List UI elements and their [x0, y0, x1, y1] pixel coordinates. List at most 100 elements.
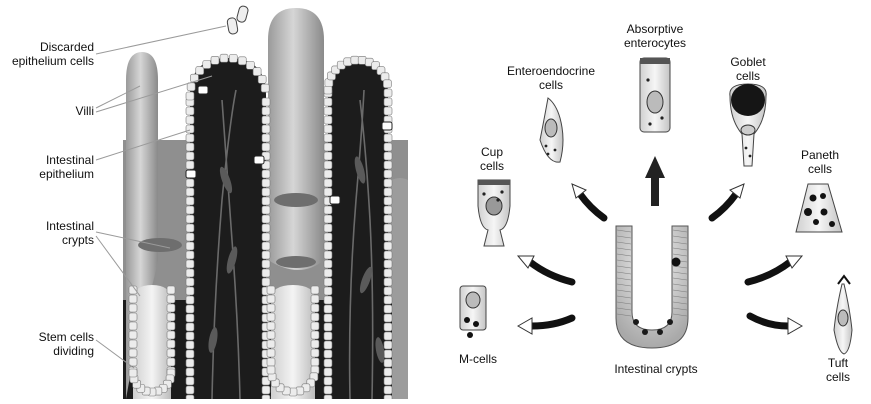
epithelial-cell [324, 233, 332, 241]
epithelial-cell [384, 386, 392, 394]
epithelial-cell [384, 305, 392, 313]
epithelial-cell [311, 295, 319, 303]
epithelial-cell [186, 341, 194, 349]
epithelial-cell [384, 368, 392, 376]
epithelial-cell [211, 56, 219, 64]
epithelial-cell [262, 242, 270, 250]
epithelial-cell [186, 314, 194, 322]
epithelial-cell [186, 269, 194, 277]
epithelial-cell [262, 206, 270, 214]
epithelial-cell [267, 366, 275, 374]
dot [642, 329, 648, 335]
epithelial-cell [262, 197, 270, 205]
epithelial-cell [186, 395, 194, 399]
epithelial-cell [324, 323, 332, 331]
epithelial-cell [129, 331, 137, 339]
goblet-cell-illustration [730, 84, 766, 166]
epithelial-cell [262, 215, 270, 223]
epithelial-cell [384, 233, 392, 241]
epithelial-cell [186, 332, 194, 340]
epithelial-cell [267, 340, 275, 348]
epithelial-cell [186, 197, 194, 205]
epithelial-cell [186, 143, 194, 151]
epithelial-cell [129, 369, 137, 377]
epithelial-cell [384, 206, 392, 214]
epithelial-cell [186, 251, 194, 259]
epithelial-cell [262, 251, 270, 259]
epithelial-cell [324, 377, 332, 385]
crypt-stem-dot [672, 258, 681, 267]
curved-arrow-icon [750, 316, 802, 334]
epithelial-cell [186, 368, 194, 376]
absorptive-enterocyte-illustration [640, 58, 670, 132]
epithelial-cell [220, 54, 228, 62]
label-intestinal-epithelium: Intestinal epithelium [0, 153, 94, 181]
curved-arrow-icon [518, 256, 572, 282]
epithelial-cell [384, 269, 392, 277]
epithelial-cell [262, 395, 270, 399]
epithelial-cell [324, 170, 332, 178]
epithelial-cell [129, 313, 137, 321]
epithelial-cell [186, 287, 194, 295]
epithelial-cell [267, 358, 275, 366]
cup-cell-illustration [478, 180, 510, 246]
epithelial-cell [384, 152, 392, 160]
label-goblet-cells: Goblet cells [730, 55, 765, 83]
label-villi: Villi [0, 104, 94, 118]
epithelial-cell [324, 152, 332, 160]
epithelial-cell [186, 215, 194, 223]
epithelial-cell [129, 304, 137, 312]
label-m-cells: M-cells [459, 352, 497, 366]
up-arrow-icon [645, 156, 665, 206]
epithelial-cell [186, 188, 194, 196]
epithelial-cell [167, 331, 175, 339]
epithelial-cell [344, 58, 352, 66]
arrow-head [645, 156, 665, 178]
epithelial-cell [187, 83, 195, 91]
epithelial-cell [196, 67, 204, 75]
epithelial-cell [324, 224, 332, 232]
label-intestinal-crypts-right: Intestinal crypts [614, 362, 697, 376]
epithelial-cell [246, 61, 254, 69]
leader-discarded [96, 26, 226, 54]
epithelial-cell [262, 188, 270, 196]
epithelial-cell [324, 242, 332, 250]
epithelial-cell [311, 340, 319, 348]
epithelial-cell [258, 75, 266, 83]
epithelial-cell [267, 313, 275, 321]
epithelial-cell [186, 359, 194, 367]
crypt-u-shape [616, 226, 688, 348]
epithelial-cell [311, 322, 319, 330]
epithelial-cell [186, 161, 194, 169]
epithelial-cell [324, 278, 332, 286]
epithelial-cell [324, 188, 332, 196]
epithelial-cell [384, 107, 392, 115]
dot [667, 319, 673, 325]
epithelial-cell [324, 206, 332, 214]
epithelial-cell [186, 350, 194, 358]
label-paneth-cells: Paneth cells [801, 148, 839, 176]
epithelial-cell [351, 56, 359, 64]
epithelial-cell [384, 278, 392, 286]
epithelial-cell [186, 116, 194, 124]
epithelial-cell [167, 322, 175, 330]
epithelial-cell [324, 341, 332, 349]
epithelial-cell [267, 286, 275, 294]
epithelial-cell [324, 368, 332, 376]
epithelial-cell [261, 84, 269, 92]
immune-cell [254, 156, 264, 164]
epithelial-cell [262, 134, 270, 142]
label-discarded-epithelium-cells: Discarded epithelium cells [0, 40, 94, 68]
epithelial-cell [324, 143, 332, 151]
epithelial-cell [267, 331, 275, 339]
epithelial-cell [384, 197, 392, 205]
epithelial-cell [186, 134, 194, 142]
epithelial-cell [229, 54, 237, 62]
tissue-section [123, 5, 408, 399]
differentiation-arrows [518, 184, 802, 334]
epithelial-cell [324, 107, 332, 115]
epithelial-cell [167, 340, 175, 348]
epithelial-cell [186, 125, 194, 133]
epithelial-cell [186, 233, 194, 241]
epithelial-cell [324, 359, 332, 367]
